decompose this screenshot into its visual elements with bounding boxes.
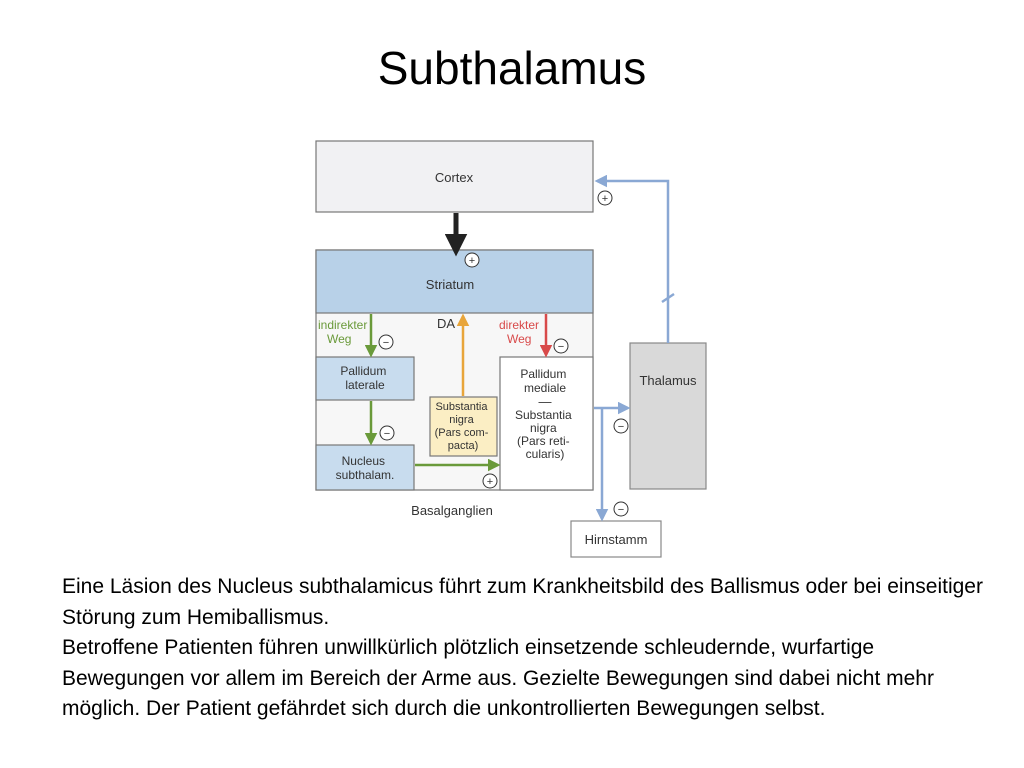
pallidum-laterale-label-2: laterale xyxy=(345,378,385,392)
basalganglien-label: Basalganglien xyxy=(411,503,493,518)
substantia-nigra-reticularis-label: Substantia nigra (Pars reti- cularis) xyxy=(515,408,575,461)
thalamus-to-cortex-arrow xyxy=(594,174,670,343)
sign-plus-cortex-text: + xyxy=(602,193,608,205)
sign-minus-thalamus-text: − xyxy=(618,421,624,433)
sign-plus-subthalamic-output-text: + xyxy=(487,476,493,488)
sign-plus-subthalamic-output: + xyxy=(482,473,498,489)
sn-compacta-label-3: (Pars com- xyxy=(435,427,489,439)
nucleus-subthalamicus-label-2: subthalam. xyxy=(336,468,395,482)
thalamus-arrow-break xyxy=(661,292,675,304)
sn-reticularis-label-3: (Pars reti- xyxy=(517,434,570,448)
indirect-path-label: indirekter Weg xyxy=(318,318,371,346)
sign-minus-hirnstamm-text: − xyxy=(618,504,624,516)
sign-minus-nucleus: − xyxy=(379,425,395,441)
cortex-box xyxy=(315,140,594,213)
hirnstamm-box xyxy=(570,520,662,558)
sign-minus-indirect: − xyxy=(378,334,394,350)
sn-compacta-label-4: pacta) xyxy=(448,440,479,452)
striatum-box xyxy=(315,249,594,314)
direct-path-label-1: direkter xyxy=(499,318,539,332)
description-text: Eine Läsion des Nucleus subthalamicus fü… xyxy=(62,572,1002,725)
nucleus-subthalamicus-label: Nucleus subthalam. xyxy=(336,454,395,482)
page-title: Subthalamus xyxy=(377,42,647,94)
cortex-label: Cortex xyxy=(435,170,474,185)
pallidum-mediale-box xyxy=(499,356,594,491)
sn-reticularis-label-1: Substantia xyxy=(515,408,572,422)
sign-minus-thalamus: − xyxy=(613,418,629,434)
description-paragraph-1: Eine Läsion des Nucleus subthalamicus fü… xyxy=(62,575,983,629)
sign-minus-indirect-text: − xyxy=(383,337,389,349)
indirect-path-label-1: indirekter xyxy=(318,318,367,332)
hirnstamm-label: Hirnstamm xyxy=(585,532,648,547)
sign-plus-striatum: + xyxy=(464,252,480,268)
nucleus-subthalamicus-label-1: Nucleus xyxy=(342,454,385,468)
sign-plus-cortex: + xyxy=(597,190,613,206)
sign-minus-hirnstamm: − xyxy=(613,501,629,517)
pallidum-laterale-label-1: Pallidum xyxy=(340,364,386,378)
substantia-nigra-compacta-label: Substantia nigra (Pars com- pacta) xyxy=(435,401,492,452)
nucleus-subthalamicus-box xyxy=(315,444,415,491)
sign-minus-direct-text: − xyxy=(558,341,564,353)
pallidum-mediale-label: Pallidum mediale xyxy=(520,367,569,395)
sn-reticularis-label-2: nigra xyxy=(530,421,557,435)
pallidum-mediale-label-2: mediale xyxy=(524,381,566,395)
sign-plus-striatum-text: + xyxy=(469,255,475,267)
sn-compacta-label-2: nigra xyxy=(449,414,474,426)
striatum-label: Striatum xyxy=(426,277,474,292)
direct-path-label-2: Weg xyxy=(507,332,531,346)
sn-reticularis-label-4: cularis) xyxy=(526,447,565,461)
da-label: DA xyxy=(437,316,455,331)
pallidum-laterale-label: Pallidum laterale xyxy=(340,364,389,392)
thalamus-box xyxy=(629,342,707,490)
pallidum-mediale-label-1: Pallidum xyxy=(520,367,566,381)
sign-minus-direct: − xyxy=(553,338,569,354)
pallidum-laterale-box xyxy=(315,356,415,401)
description-paragraph-2: Betroffene Patienten führen unwillkürlic… xyxy=(62,636,934,720)
pallidum-divider: — xyxy=(539,394,552,409)
substantia-nigra-compacta-box xyxy=(429,396,498,457)
indirect-path-label-2: Weg xyxy=(327,332,351,346)
direct-path-label: direkter Weg xyxy=(499,318,542,346)
thalamus-label: Thalamus xyxy=(639,373,697,388)
sn-compacta-label-1: Substantia xyxy=(435,401,488,413)
sign-minus-nucleus-text: − xyxy=(384,428,390,440)
